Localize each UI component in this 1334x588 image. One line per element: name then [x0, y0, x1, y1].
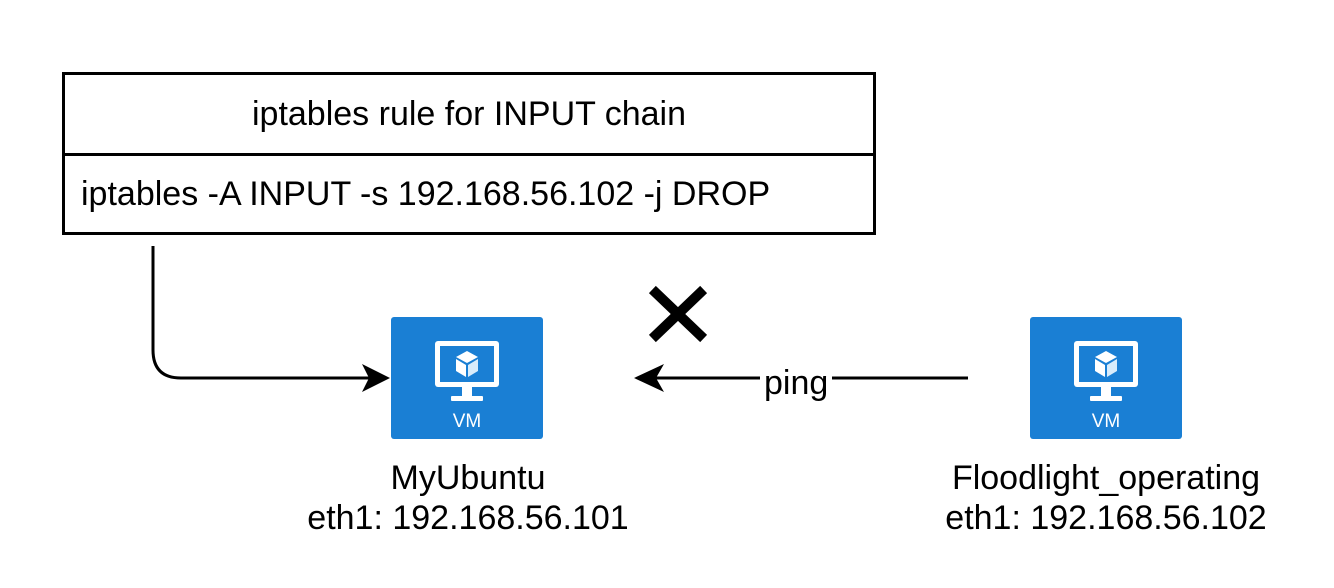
vm-node-floodlight: VM — [1030, 317, 1182, 439]
ping-label: ping — [760, 363, 833, 403]
rule-box-title: iptables rule for INPUT chain — [65, 75, 873, 156]
ping-arrowhead — [634, 364, 664, 392]
vm-monitor-cube-icon — [1074, 341, 1138, 401]
node-address: eth1: 192.168.56.101 — [307, 499, 629, 537]
cross-icon — [648, 285, 708, 343]
vm-monitor-cube-icon — [435, 341, 499, 401]
vm-node-myubuntu: VM — [391, 317, 543, 439]
node-address: eth1: 192.168.56.102 — [945, 499, 1267, 537]
node-name: Floodlight_operating — [951, 459, 1261, 497]
node-name: MyUbuntu — [390, 459, 546, 497]
rule-applies-to-arrow — [151, 246, 386, 380]
vm-badge-label: VM — [452, 411, 482, 432]
rule-box-command: iptables -A INPUT -s 192.168.56.102 -j D… — [81, 174, 771, 213]
node-caption-myubuntu: MyUbuntu eth1: 192.168.56.101 — [268, 458, 668, 538]
vm-badge-label: VM — [1091, 411, 1121, 432]
node-caption-floodlight: Floodlight_operating eth1: 192.168.56.10… — [906, 458, 1306, 538]
iptables-rule-box: iptables rule for INPUT chain iptables -… — [62, 72, 876, 235]
rule-arrowhead — [362, 364, 390, 392]
